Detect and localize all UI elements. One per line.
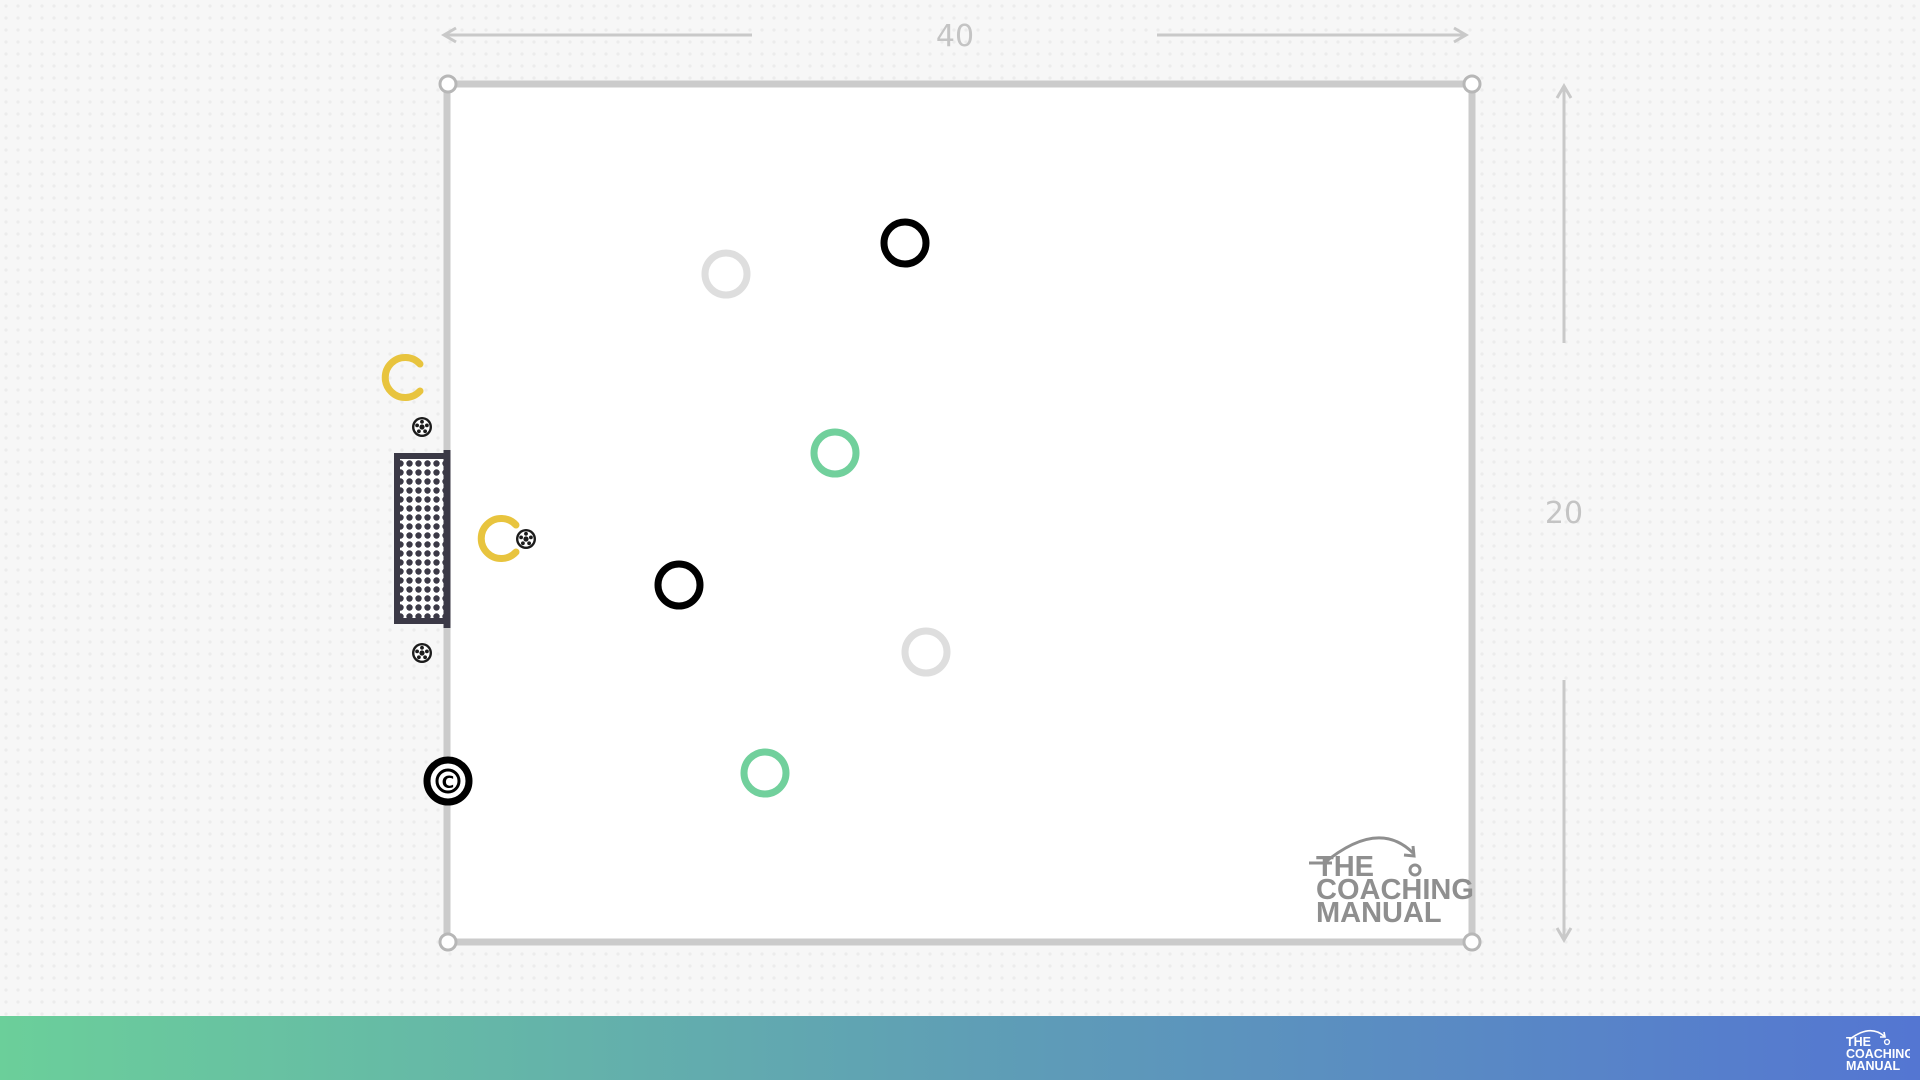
corner-marker [438, 74, 458, 94]
pitch-area [443, 80, 1476, 946]
watermark-line-1: THE [1316, 851, 1374, 883]
corner-marker [1462, 74, 1482, 94]
footer-logo: THE COACHING MANUAL [1846, 1029, 1910, 1073]
black-player-1 [880, 218, 930, 268]
black-player-2 [654, 560, 704, 610]
corner-marker [438, 932, 458, 952]
watermark-line-2: COACHING [1316, 874, 1474, 906]
footer-logo-line-3: MANUAL [1846, 1059, 1901, 1073]
width-label: 40 [936, 19, 974, 54]
coach-label: C [442, 773, 454, 793]
pitch [438, 74, 1482, 952]
grey-player-1 [701, 249, 751, 299]
corner-marker [1462, 932, 1482, 952]
black-coach: C [423, 756, 473, 806]
yellow-server-1 [381, 354, 424, 401]
training-diagram: 40 20 C [381, 19, 1583, 952]
grey-player-2 [901, 627, 951, 677]
height-label: 20 [1545, 496, 1583, 531]
soccer-ball-icon [412, 643, 432, 663]
height-dimension: 20 [1545, 83, 1583, 943]
soccer-ball-icon [412, 417, 432, 437]
goal-net-icon [394, 450, 451, 628]
green-player-2 [740, 748, 790, 798]
footer-logo-line-1: THE [1846, 1035, 1871, 1049]
yellow-server-2 [477, 515, 520, 562]
coaching-manual-watermark: THE COACHING MANUAL [1309, 836, 1474, 929]
watermark-line-3: MANUAL [1316, 897, 1442, 929]
footer-bar: THE COACHING MANUAL [0, 1016, 1920, 1080]
soccer-ball-icon [516, 529, 536, 549]
green-player-1 [810, 428, 860, 478]
footer-logo-line-2: COACHING [1846, 1047, 1910, 1061]
width-dimension: 40 [441, 19, 1469, 54]
